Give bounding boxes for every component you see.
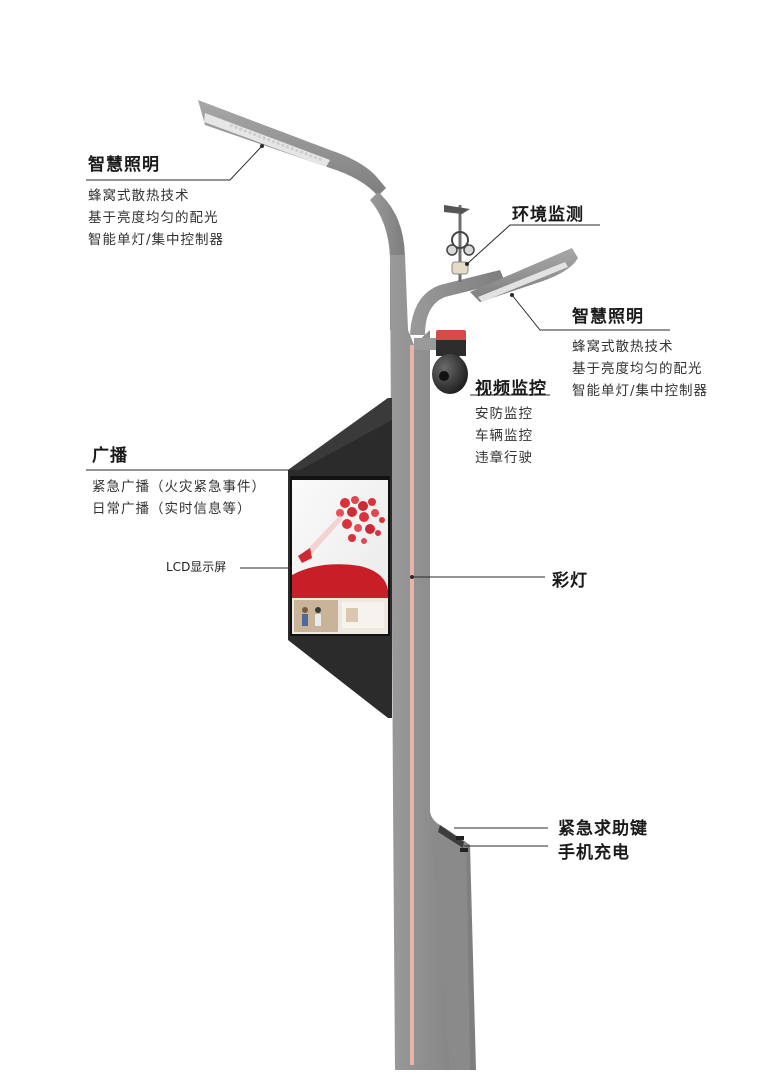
camera <box>414 330 468 394</box>
hearts-graphic <box>298 496 385 563</box>
lighting-right-feature-3: 智能单灯/集中控制器 <box>572 383 709 399</box>
lighting-right-title: 智慧照明 <box>572 307 644 327</box>
video-feature-1: 安防监控 <box>475 406 533 422</box>
lighting-top-feature-3: 智能单灯/集中控制器 <box>88 232 225 248</box>
emergency-button <box>456 836 464 840</box>
leader-lines <box>86 145 670 847</box>
broadcast-feature-2: 日常广播（实时信息等） <box>92 501 252 517</box>
base-service-box <box>430 812 470 1070</box>
emergency-button-title: 紧急求助键 <box>558 819 648 839</box>
red-wave-graphic <box>292 564 388 598</box>
lighting-top-title: 智慧照明 <box>88 155 160 175</box>
charging-port <box>460 848 468 852</box>
video-feature-3: 违章行驶 <box>475 450 533 466</box>
broadcast-feature-1: 紧急广播（火灾紧急事件） <box>92 479 266 495</box>
charging-title: 手机充电 <box>558 843 630 863</box>
color-light-title: 彩灯 <box>552 571 588 591</box>
lighting-right-feature-2: 基于亮度均匀的配光 <box>572 361 703 377</box>
lcd-screen-display <box>292 480 388 634</box>
video-title: 视频监控 <box>475 379 547 399</box>
lighting-top-feature-2: 基于亮度均匀的配光 <box>88 210 219 226</box>
color-led-strip <box>410 345 414 1065</box>
environment-title: 环境监测 <box>512 205 584 225</box>
lcd-label: LCD显示屏 <box>166 560 227 574</box>
lighting-right-feature-1: 蜂窝式散热技术 <box>572 339 674 355</box>
broadcast-title: 广播 <box>92 446 128 466</box>
lamp-head-right <box>470 248 578 302</box>
lamp-head-left <box>198 100 386 196</box>
video-feature-2: 车辆监控 <box>475 428 533 444</box>
right-lamp-arm <box>410 270 505 335</box>
environment-sensor <box>444 205 475 282</box>
lighting-top-feature-1: 蜂窝式散热技术 <box>88 188 190 204</box>
